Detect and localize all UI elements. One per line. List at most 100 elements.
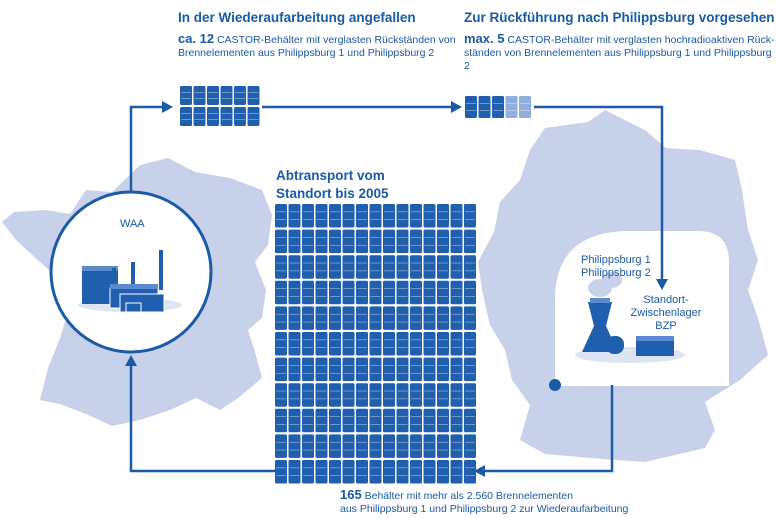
castor-container-icon (383, 357, 395, 382)
castor-container-icon (437, 332, 449, 356)
castor-container-icon (275, 332, 287, 356)
transported-containers (275, 204, 476, 484)
castor-container-icon (465, 96, 477, 118)
castor-container-icon (464, 408, 476, 433)
arrow-philippsburg-to-transport (484, 385, 614, 473)
castor-container-icon (423, 306, 436, 330)
castor-container-icon (356, 204, 368, 228)
castor-container-icon (356, 255, 368, 279)
castor-container-icon (437, 306, 449, 330)
castor-container-icon (369, 280, 382, 305)
castor-container-icon (329, 332, 341, 356)
philippsburg-label-2: Philippsburg 2 (581, 267, 651, 279)
castor-container-icon (423, 255, 436, 279)
castor-container-icon (423, 204, 436, 228)
castor-container-icon (396, 280, 409, 305)
castor-container-icon (383, 332, 395, 356)
philippsburg-label: Philippsburg 1 Philippsburg 2 (581, 254, 651, 280)
flow-arrows (129, 105, 664, 473)
castor-container-icon (302, 408, 314, 433)
return-description: max. 5 CASTOR-Behälter mit verglasten ho… (464, 32, 776, 73)
castor-container-icon (247, 86, 260, 105)
castor-container-icon (437, 280, 449, 305)
castor-container-icon (410, 280, 422, 305)
castor-container-icon (275, 408, 287, 433)
castor-container-icon (396, 306, 409, 330)
castor-container-icon (220, 107, 233, 126)
castor-container-icon (275, 383, 287, 407)
castor-container-icon (302, 383, 314, 407)
storage-label-1: Standort- (643, 294, 689, 306)
castor-container-icon (450, 357, 463, 382)
castor-container-icon (315, 280, 328, 305)
castor-container-icon (329, 204, 341, 228)
castor-container-icon (329, 255, 341, 279)
philippsburg-label-1: Philippsburg 1 (581, 254, 651, 266)
castor-container-icon (423, 229, 436, 254)
castor-container-icon (315, 332, 328, 356)
transport-description: 165 Behälter mit mehr als 2.560 Brennele… (340, 488, 680, 516)
return-heading: Zur Rückführung nach Philippsburg vorges… (464, 10, 775, 25)
castor-container-icon (423, 280, 436, 305)
castor-container-icon (450, 460, 463, 484)
waa-label: WAA (120, 218, 145, 230)
castor-container-icon (315, 434, 328, 458)
castor-container-icon (288, 434, 301, 458)
castor-container-icon (288, 306, 301, 330)
castor-container-icon (329, 280, 341, 305)
castor-container-icon (396, 460, 409, 484)
castor-container-icon (383, 460, 395, 484)
castor-container-icon (410, 204, 422, 228)
castor-container-icon (302, 332, 314, 356)
castor-container-icon (234, 86, 246, 105)
castor-container-icon (396, 408, 409, 433)
castor-container-icon (315, 460, 328, 484)
castor-container-icon (450, 408, 463, 433)
castor-container-icon (464, 383, 476, 407)
castor-container-icon (288, 204, 301, 228)
castor-container-icon (410, 255, 422, 279)
castor-container-icon (383, 434, 395, 458)
reprocessing-containers (180, 86, 260, 126)
castor-container-icon (423, 460, 436, 484)
castor-container-icon (396, 255, 409, 279)
castor-container-icon (275, 306, 287, 330)
castor-container-icon (369, 332, 382, 356)
castor-container-icon (464, 357, 476, 382)
castor-container-icon (450, 332, 463, 356)
arrow-waa-to-containers (129, 105, 163, 192)
castor-container-icon (275, 280, 287, 305)
castor-container-icon (302, 460, 314, 484)
castor-container-icon (450, 255, 463, 279)
castor-container-icon (369, 383, 382, 407)
castor-container-icon (464, 434, 476, 458)
castor-container-icon (396, 357, 409, 382)
castor-container-icon (383, 229, 395, 254)
castor-container-icon (220, 86, 233, 105)
castor-container-icon (342, 204, 355, 228)
castor-container-icon (505, 96, 518, 118)
castor-container-icon (275, 229, 287, 254)
castor-container-icon (288, 408, 301, 433)
castor-container-icon (315, 357, 328, 382)
castor-container-icon (369, 255, 382, 279)
castor-container-icon (450, 383, 463, 407)
castor-container-icon (342, 229, 355, 254)
castor-container-icon (356, 229, 368, 254)
castor-container-icon (369, 357, 382, 382)
castor-container-icon (329, 408, 341, 433)
castor-container-icon (234, 107, 246, 126)
castor-container-icon (437, 255, 449, 279)
castor-container-icon (302, 229, 314, 254)
castor-container-icon (180, 86, 192, 105)
storage-label-2: Zwischenlager (630, 307, 702, 319)
castor-container-icon (302, 204, 314, 228)
castor-container-icon (396, 434, 409, 458)
castor-container-icon (302, 357, 314, 382)
power-plant-icon (575, 272, 685, 363)
castor-container-icon (342, 357, 355, 382)
castor-container-icon (410, 357, 422, 382)
castor-container-icon (396, 383, 409, 407)
castor-container-icon (275, 204, 287, 228)
castor-container-icon (450, 280, 463, 305)
